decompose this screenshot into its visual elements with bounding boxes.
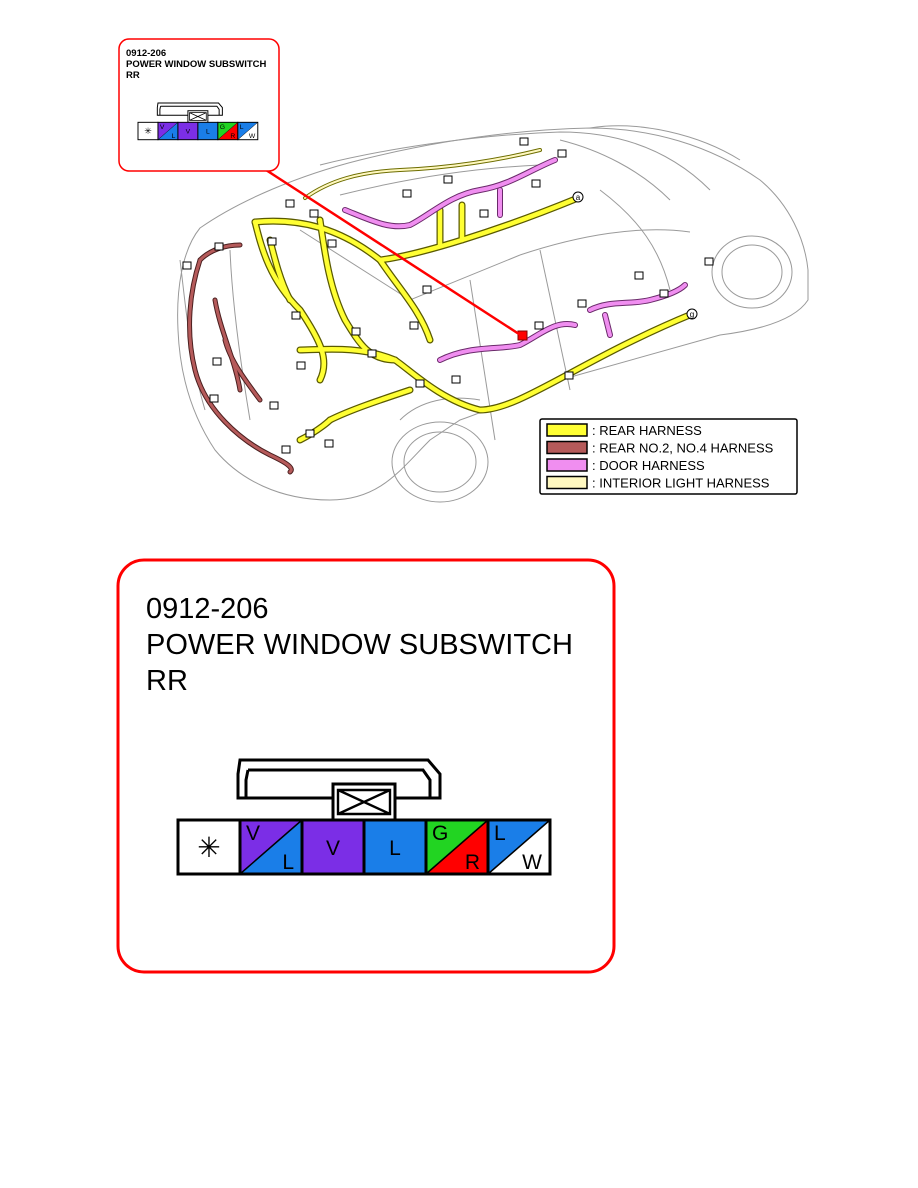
harness-connectors (182, 137, 714, 454)
harness-tag-g: g (686, 308, 698, 320)
large-connector-terminal-4: GR (424, 818, 490, 876)
legend-swatch (546, 475, 588, 490)
legend-label: : REAR NO.2, NO.4 HARNESS (592, 441, 774, 456)
svg-text:g: g (690, 310, 694, 319)
small-connector-terminal-4-bottom-label: R (230, 133, 235, 140)
large-connector-terminal-1: VL (238, 818, 304, 876)
door-harness (342, 157, 688, 363)
callout-large-code: 0912-206 (146, 593, 269, 625)
large-connector-latch-inner (244, 768, 432, 798)
large-connector-terminal-5: LW (486, 818, 552, 876)
small-connector-terminal-5-top-label: L (240, 124, 244, 131)
large-connector-terminal-1-bottom-label: L (282, 851, 294, 874)
large-connector-latch-outer (236, 758, 442, 800)
small-connector-terminal-1-top-label: V (160, 124, 165, 131)
small-connector-terminal-3-top-label: L (206, 129, 210, 136)
legend-item: : REAR HARNESS (546, 423, 702, 438)
small-connector-terminal-1: VL (157, 121, 179, 141)
large-connector-lock-x-icon (336, 788, 392, 816)
legend-item: : INTERIOR LIGHT HARNESS (546, 475, 770, 491)
legend-item: : REAR NO.2, NO.4 HARNESS (546, 440, 774, 456)
harness-tag-a: a (572, 191, 584, 203)
legend-label: : REAR HARNESS (592, 423, 702, 438)
small-connector-terminal-3: L (197, 121, 219, 141)
small-connector-terminal-1-bottom-label: L (172, 133, 176, 140)
small-connector-latch-outer (156, 102, 223, 116)
small-connector-terminal-5: LW (237, 121, 259, 141)
small-connector-lock-x-icon (189, 112, 207, 121)
small-connector-blank-symbol: ✳ (144, 126, 152, 136)
legend-swatch (546, 423, 588, 437)
rear-harness (251, 194, 696, 444)
interior-light-harness (303, 148, 542, 200)
leader-line (265, 168, 523, 338)
small-connector-terminal-4-top-label: G (220, 124, 225, 131)
small-connector-terminal-5-bottom-label: W (249, 133, 256, 140)
large-connector-terminal-3: L (362, 818, 428, 876)
large-connector-terminal-5-top-label: L (494, 822, 506, 845)
small-connector-terminal-2-top-label: V (186, 129, 191, 136)
legend-label: : DOOR HARNESS (592, 458, 705, 473)
small-connector-latch-inner (159, 105, 220, 116)
callout-small-title-line2: RR (126, 70, 140, 81)
callout-small-title: POWER WINDOW SUBSWITCH (126, 59, 267, 70)
large-connector-terminal-2: V (300, 818, 366, 876)
legend-label: : INTERIOR LIGHT HARNESS (592, 476, 770, 491)
connector-location-marker (517, 330, 528, 341)
callout-large-title: POWER WINDOW SUBSWITCH (146, 629, 573, 661)
large-connector-blank-cell (176, 818, 242, 876)
legend-item: : DOOR HARNESS (546, 458, 705, 473)
callout-large-title-line2: RR (146, 665, 188, 697)
legend-swatch (546, 458, 588, 472)
large-connector-terminal-4-top-label: G (432, 822, 448, 845)
large-connector-terminal-2-top-label: V (326, 837, 340, 860)
callout-small-code: 0912-206 (126, 48, 166, 59)
harness-legend: : REAR HARNESS : REAR NO.2, NO.4 HARNESS:… (539, 418, 798, 495)
legend-swatch (546, 440, 588, 455)
small-connector-terminal-2: V (177, 121, 199, 141)
small-connector-terminal-4: GR (217, 121, 239, 141)
large-connector-blank-symbol: ✳ (197, 832, 220, 863)
large-connector-terminal-3-top-label: L (389, 837, 401, 860)
large-connector-terminal-1-top-label: V (246, 822, 260, 845)
large-connector-terminal-4-bottom-label: R (465, 851, 480, 874)
large-connector-terminal-5-bottom-label: W (522, 851, 542, 874)
svg-text:a: a (576, 193, 581, 202)
